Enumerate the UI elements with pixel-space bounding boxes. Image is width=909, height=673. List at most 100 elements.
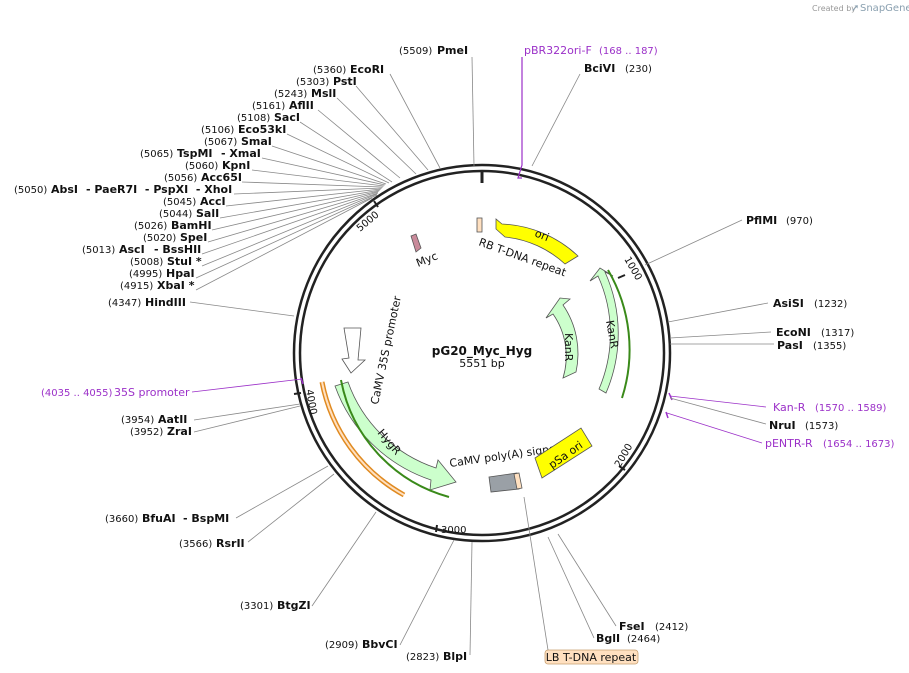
kanr-outer-feature[interactable] [589,267,619,394]
primer-kan-r-pos: (1570 .. 1589) [815,403,887,414]
site-bspmi: - BspMI [183,512,229,525]
ori-label: ori [533,227,551,244]
site-bamhi-pos: (5026) [134,221,167,232]
lb-leader [523,496,549,651]
site-fsei: FseI [619,620,645,633]
lb-repeat-label: LB T-DNA repeat [546,651,637,664]
site-kpni-pos: (5060) [185,161,218,172]
site-hpai: HpaI [166,267,195,280]
polya-repeat-icon [513,472,523,490]
site-rsrii-pos: (3566) [179,539,212,550]
site-aatii: AatII [158,413,187,426]
site-saci: SacI [274,111,300,124]
site-nrui-pos: (1573) [805,421,838,432]
site-btgzi-pos: (3301) [240,601,273,612]
site-hindiii: HindIII [145,296,186,309]
site-saci-pos: (5108) [237,113,270,124]
site-bsshii: - BssHII [154,243,201,256]
site-aatii-pos: (3954) [121,415,154,426]
site-asisi: AsiSI [773,297,804,310]
site-bfuai-pos: (3660) [105,514,138,525]
site-sali-pos: (5044) [159,209,192,220]
site-xbai-pos: (4915) [120,281,153,292]
site-zrai: ZraI [167,425,192,438]
tick-1000: 1000 [621,255,643,283]
tick-3000: 3000 [441,525,466,536]
primer-pentr-r: pENTR-R [765,437,813,450]
tick-marks [293,200,626,533]
site-pasi-pos: (1355) [813,341,846,352]
site-asci-pos: (5013) [82,245,115,256]
myc-feature[interactable] [410,233,422,253]
site-blpi-pos: (2823) [406,652,439,663]
site-asisi-pos: (1232) [814,299,847,310]
site-sali: SalI [196,207,219,220]
site-pasi: PasI [777,339,803,352]
credit-prefix: Created by [812,4,856,13]
credit-brand: SnapGene [860,3,909,14]
site-pflmi-pos: (970) [786,216,813,227]
kanr-inner-feature[interactable] [545,297,579,379]
site-spei: SpeI [180,231,207,244]
tick-4000: 4000 [303,389,318,416]
site-rsrii: RsrII [216,537,245,550]
kanr-outer-orf [607,269,631,399]
site-msli: MslI [311,87,336,100]
site-tspmi: TspMI [177,147,213,160]
site-pmei-pos: (5509) [399,46,432,57]
site-absi-pos: (5050) [14,185,47,196]
site-aflii-pos: (5161) [252,101,285,112]
site-bfuai: BfuAI [142,512,176,525]
site-acc65i: Acc65I [201,171,242,184]
site-bamhi: BamHI [171,219,212,232]
site-xbai: XbaI * [157,279,195,292]
site-bbvci: BbvCI [362,638,398,651]
backbone-outer [292,163,672,543]
site-pmei: PmeI [437,44,468,57]
site-eco53ki: Eco53kI [238,123,286,136]
site-ecori: EcoRI [350,63,384,76]
site-kpni: KpnI [222,159,250,172]
camv-35s-promoter-feature[interactable] [341,327,367,374]
site-bbvci-pos: (2909) [325,640,358,651]
site-zrai-pos: (3952) [130,427,163,438]
camv-35s-label: CaMV 35S promoter [368,294,404,405]
site-fsei-pos: (2412) [655,622,688,633]
site-bgli-pos: (2464) [627,634,660,645]
site-absi-extra: - PaeR7I - PspXI - XhoI [86,183,232,196]
site-smai-pos: (5067) [204,137,237,148]
kanr-inner-label: KanR [562,333,575,362]
site-blpi: BlpI [443,650,467,663]
site-labels: (5509) PmeI BciVI (230) (5360) EcoRI (53… [14,44,854,663]
site-stui: StuI * [167,255,202,268]
primer-labels: pBR322ori-F (168 .. 187) Kan-R (1570 .. … [41,44,895,450]
site-stui-pos: (5008) [130,257,163,268]
site-spei-pos: (5020) [143,233,176,244]
myc-label: Myc [414,249,439,269]
site-hpai-pos: (4995) [129,269,162,280]
primer-pentr-r-pos: (1654 .. 1673) [823,439,895,450]
hygr-feature[interactable] [334,381,457,491]
rb-repeat-feature[interactable] [476,217,483,233]
snapgene-logo-icon: ➚ [851,3,859,14]
orange-orf-inner [321,381,405,496]
primer-pbr322ori-f: pBR322ori-F [524,44,592,57]
plasmid-name: pG20_Myc_Hyg [432,344,532,359]
lb-repeat-feature[interactable] [544,649,639,665]
site-absi: AbsI [51,183,78,196]
site-xmai: - XmaI [221,147,261,160]
hygr-orf [340,379,450,498]
site-bcivi-pos: (230) [625,64,652,75]
site-asci: AscI [119,243,145,256]
site-eco53ki-pos: (5106) [201,125,234,136]
primer-pbr322ori-f-pos: (168 .. 187) [599,46,658,57]
psa-ori-feature[interactable] [534,427,593,479]
primer-leaders [191,378,767,444]
plasmid-size: 5551 bp [459,357,504,370]
site-tspmi-pos: (5065) [140,149,173,160]
ori-feature[interactable] [495,218,579,265]
site-btgzi: BtgZI [277,599,311,612]
site-econi: EcoNI [776,326,811,339]
primer-35s-promoter: 35S promoter [114,386,190,399]
